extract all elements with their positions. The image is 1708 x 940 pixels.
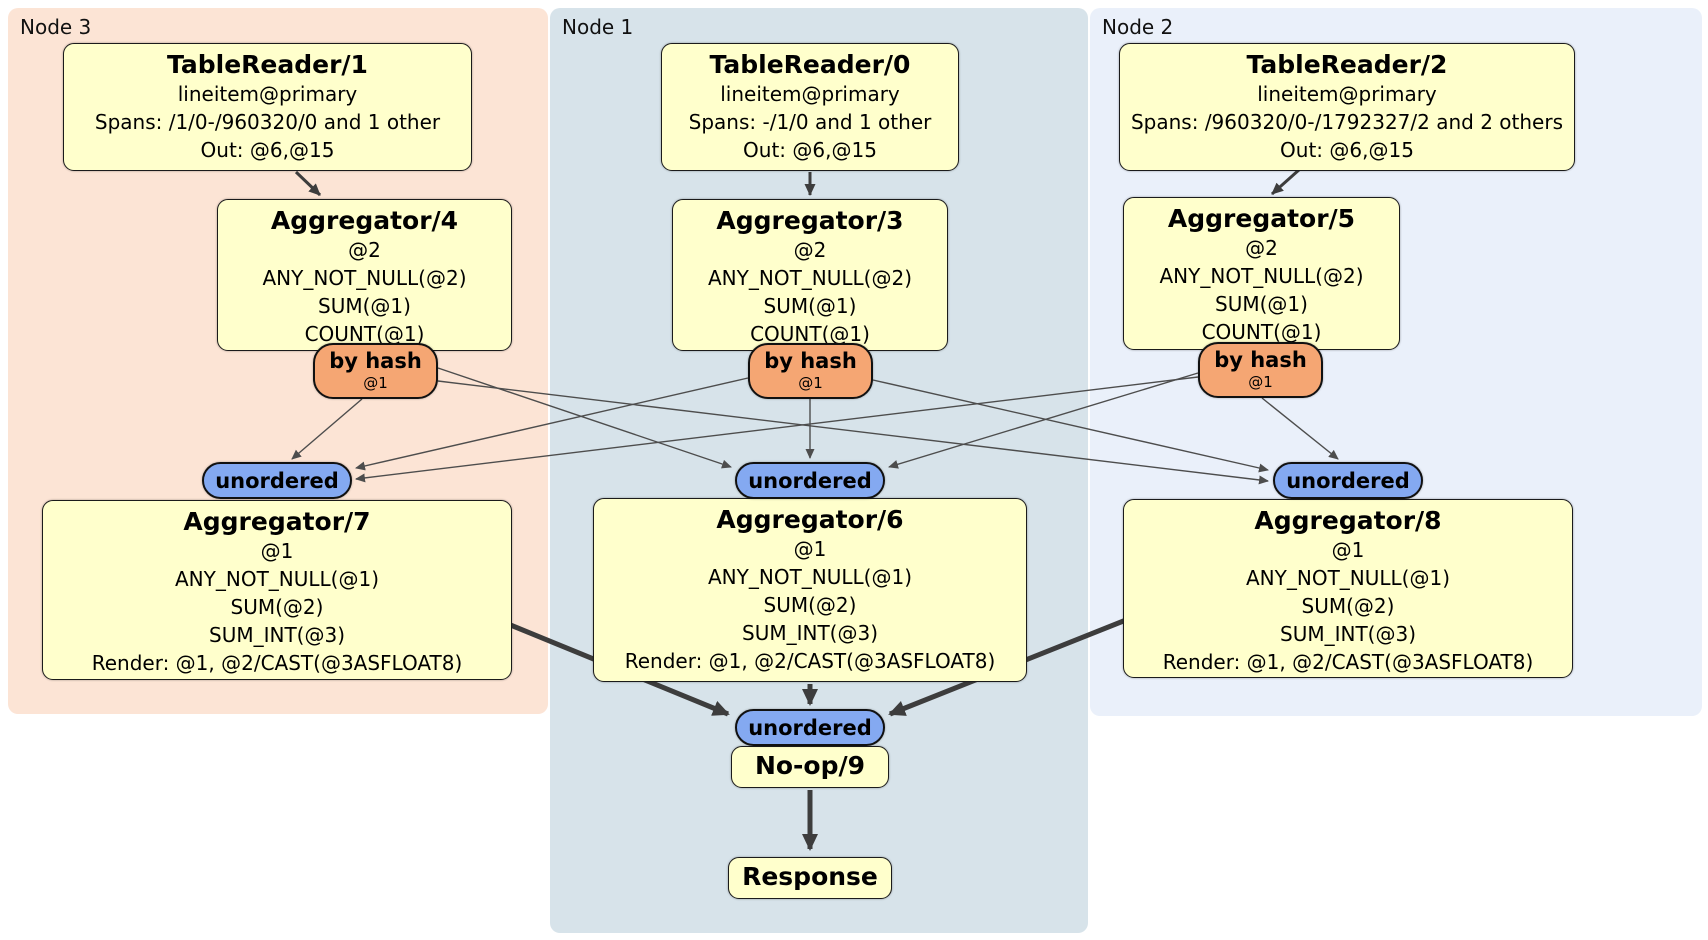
processor-title: Aggregator/4 bbox=[270, 206, 459, 235]
processor-line: @1 bbox=[793, 537, 827, 561]
processor-line: ANY_NOT_NULL(@2) bbox=[262, 266, 467, 290]
processor-line: ANY_NOT_NULL(@1) bbox=[708, 565, 912, 589]
processor-tablereader-1: TableReader/1 lineitem@primary Spans: /1… bbox=[63, 43, 472, 171]
processor-aggregator-5: Aggregator/5 @2 ANY_NOT_NULL(@2) SUM(@1)… bbox=[1123, 197, 1400, 350]
processor-line: ANY_NOT_NULL(@2) bbox=[708, 266, 912, 290]
processor-line: SUM(@1) bbox=[1215, 292, 1308, 316]
processor-title: TableReader/1 bbox=[167, 50, 368, 79]
edge-byhash1-unordered7 bbox=[355, 377, 749, 471]
processor-title: Aggregator/7 bbox=[183, 507, 371, 536]
processor-line: @1 bbox=[1331, 538, 1365, 562]
router-label: by hash bbox=[764, 349, 857, 373]
sync-label: unordered bbox=[748, 716, 872, 740]
processor-line: @1 bbox=[260, 539, 294, 563]
sync-label: unordered bbox=[1286, 469, 1410, 493]
processor-line: Out: @6,@15 bbox=[743, 138, 877, 162]
processor-line: ANY_NOT_NULL(@1) bbox=[175, 567, 379, 591]
processor-aggregator-4: Aggregator/4 @2 ANY_NOT_NULL(@2) SUM(@1)… bbox=[217, 199, 512, 351]
processor-line: @2 bbox=[1245, 236, 1278, 260]
processor-line: SUM_INT(@3) bbox=[1280, 622, 1416, 646]
router-label: by hash bbox=[1214, 348, 1307, 372]
processor-line: SUM(@2) bbox=[230, 595, 324, 619]
processor-title: Aggregator/3 bbox=[716, 206, 904, 235]
processor-line: Spans: /960320/0-/1792327/2 and 2 others bbox=[1130, 110, 1563, 134]
node3-label: Node 3 bbox=[20, 15, 92, 39]
processor-title: TableReader/2 bbox=[1246, 50, 1448, 79]
processor-title: Aggregator/6 bbox=[716, 505, 904, 534]
sync-unordered-center: unordered bbox=[735, 462, 885, 499]
processor-title: No-op/9 bbox=[754, 751, 866, 780]
processor-line: Render: @1, @2/CAST(@3ASFLOAT8) bbox=[1162, 650, 1534, 674]
processor-line: SUM(@1) bbox=[763, 294, 857, 318]
processor-aggregator-7: Aggregator/7 @1 ANY_NOT_NULL(@1) SUM(@2)… bbox=[42, 500, 512, 680]
router-by-hash-node2: by hash @1 bbox=[1198, 342, 1323, 398]
node2-label: Node 2 bbox=[1102, 15, 1174, 39]
processor-line: @2 bbox=[793, 238, 827, 262]
processor-line: COUNT(@1) bbox=[304, 322, 425, 346]
sync-label: unordered bbox=[215, 469, 339, 493]
processor-tablereader-0: TableReader/0 lineitem@primary Spans: -/… bbox=[661, 43, 959, 171]
processor-line: ANY_NOT_NULL(@1) bbox=[1246, 566, 1450, 590]
router-detail: @1 bbox=[363, 374, 388, 392]
processor-line: SUM(@1) bbox=[318, 294, 411, 318]
edge-byhash2-unordered6 bbox=[888, 372, 1199, 469]
edge-byhash3-unordered7 bbox=[291, 398, 363, 460]
processor-line: Out: @6,@15 bbox=[1280, 138, 1414, 162]
processor-line: Spans: -/1/0 and 1 other bbox=[688, 110, 932, 134]
processor-aggregator-8: Aggregator/8 @1 ANY_NOT_NULL(@1) SUM(@2)… bbox=[1123, 499, 1573, 678]
processor-line: SUM_INT(@3) bbox=[209, 623, 345, 647]
router-detail: @1 bbox=[798, 374, 823, 392]
processor-line: SUM(@2) bbox=[763, 593, 857, 617]
sync-unordered-right: unordered bbox=[1273, 462, 1423, 499]
processor-line: COUNT(@1) bbox=[750, 322, 870, 346]
edge-tablereader2-aggregator5 bbox=[1271, 167, 1301, 196]
processor-title: Aggregator/5 bbox=[1167, 204, 1356, 233]
node1-label: Node 1 bbox=[562, 15, 634, 39]
edge-byhash3-unordered8 bbox=[437, 380, 1269, 485]
router-by-hash-node3: by hash @1 bbox=[313, 343, 438, 399]
processor-line: Spans: /1/0-/960320/0 and 1 other bbox=[94, 110, 441, 134]
edge-byhash1-unordered8 bbox=[872, 379, 1269, 473]
edge-tablereader1-aggregator4 bbox=[294, 170, 322, 197]
processor-tablereader-2: TableReader/2 lineitem@primary Spans: /9… bbox=[1119, 43, 1575, 171]
processor-line: Out: @6,@15 bbox=[200, 138, 335, 162]
processor-title: Aggregator/8 bbox=[1254, 506, 1442, 535]
processor-title: Response bbox=[742, 862, 878, 891]
processor-line: @2 bbox=[348, 238, 381, 262]
router-by-hash-node1: by hash @1 bbox=[748, 343, 873, 399]
processor-response: Response bbox=[728, 857, 892, 899]
router-detail: @1 bbox=[1248, 373, 1273, 391]
processor-noop-9: No-op/9 bbox=[731, 746, 889, 788]
processor-line: ANY_NOT_NULL(@2) bbox=[1159, 264, 1364, 288]
processor-line: SUM_INT(@3) bbox=[742, 621, 878, 645]
sync-unordered-left: unordered bbox=[202, 462, 352, 499]
processor-aggregator-3: Aggregator/3 @2 ANY_NOT_NULL(@2) SUM(@1)… bbox=[672, 199, 948, 351]
processor-line: Render: @1, @2/CAST(@3ASFLOAT8) bbox=[624, 649, 996, 673]
router-label: by hash bbox=[329, 349, 422, 373]
sync-unordered-final: unordered bbox=[735, 709, 885, 746]
sync-label: unordered bbox=[748, 469, 872, 493]
processor-line: lineitem@primary bbox=[177, 82, 358, 106]
processor-line: COUNT(@1) bbox=[1201, 320, 1322, 344]
edge-byhash2-unordered7 bbox=[355, 376, 1199, 483]
processor-title: TableReader/0 bbox=[709, 50, 911, 79]
processor-line: lineitem@primary bbox=[720, 82, 900, 106]
processor-aggregator-6: Aggregator/6 @1 ANY_NOT_NULL(@1) SUM(@2)… bbox=[593, 498, 1027, 682]
processor-line: SUM(@2) bbox=[1301, 594, 1395, 618]
edge-byhash3-unordered6 bbox=[437, 367, 732, 469]
processor-line: Render: @1, @2/CAST(@3ASFLOAT8) bbox=[91, 651, 463, 675]
edge-byhash2-unordered8 bbox=[1261, 397, 1339, 460]
processor-line: lineitem@primary bbox=[1257, 82, 1437, 106]
